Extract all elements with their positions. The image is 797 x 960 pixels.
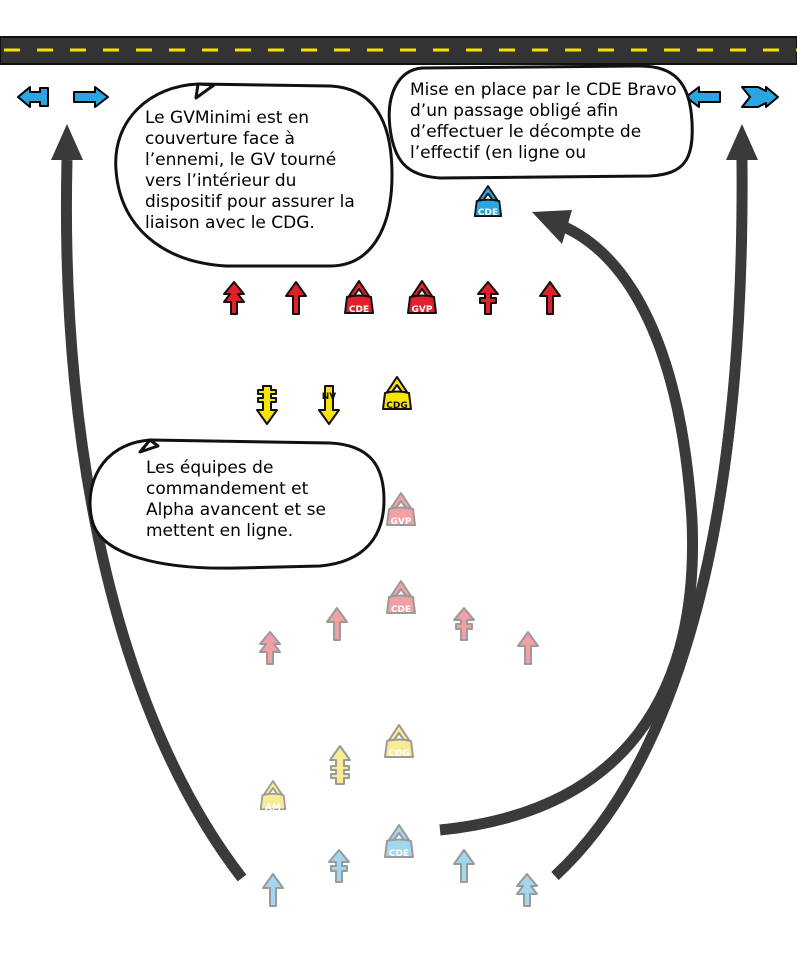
road — [0, 36, 797, 65]
unit-yellow-cross-arrow-down — [256, 385, 278, 425]
unit-cde-blue-top: CDE — [473, 185, 503, 218]
faded-blue-arrow-2 — [262, 873, 284, 907]
bubble-command-alpha-text: Les équipes de commandement et Alpha ava… — [146, 458, 326, 541]
side-arrow-right-2 — [741, 86, 779, 108]
side-arrow-left-1 — [17, 86, 49, 108]
left-return-path — [61, 159, 247, 882]
bubble-gv-minimi-shape — [114, 82, 394, 268]
unit-red-arrow-2 — [539, 281, 561, 315]
label-faded-am: AM — [265, 803, 281, 813]
faded-yellow-cross-arrow — [329, 745, 351, 785]
movement-paths — [61, 159, 748, 882]
bubble-cde-bravo-shape — [387, 64, 694, 180]
bubble-gv-minimi-text: Le GVMinimi est en couverture face à l’e… — [145, 108, 355, 233]
label-yellow-nv: NV — [322, 392, 337, 402]
faded-red-double-arrow — [259, 631, 281, 665]
label-red-gvp: GVP — [412, 305, 433, 315]
faded-blue-cross-arrow — [328, 849, 350, 883]
faded-blue-group — [262, 824, 538, 907]
unit-red-cross-arrow — [477, 281, 499, 315]
red-front-line — [223, 280, 561, 315]
unit-red-arrow-1 — [285, 281, 307, 315]
faded-blue-double-arrow — [516, 873, 538, 907]
side-arrow-right-1 — [73, 86, 109, 108]
path-arrowheads — [51, 124, 758, 244]
faded-red-arrow-2 — [517, 631, 539, 665]
unit-red-double-arrow-1 — [223, 281, 245, 315]
label-faded-blue-cde: CDE — [389, 849, 409, 859]
side-arrow-left-2 — [685, 86, 721, 108]
bubble-cde-bravo-text: Mise en place par le CDE Bravo d’un pass… — [410, 80, 677, 163]
unit-yellow-nv-arrow-down — [318, 385, 340, 425]
label-faded-cdg: CDG — [388, 749, 409, 759]
right-return-path — [551, 159, 748, 881]
faded-blue-arrow-1 — [453, 849, 475, 883]
bubble-command-alpha-shape — [88, 438, 386, 570]
label-yellow-cdg: CDG — [386, 401, 407, 411]
svg-text:CDE: CDE — [478, 208, 498, 218]
label-faded-gvp: GVP — [391, 517, 412, 527]
yellow-command-group — [256, 376, 412, 425]
faded-red-arrow-1 — [326, 607, 348, 641]
label-faded-cde: CDE — [391, 605, 411, 615]
label-red-cde: CDE — [349, 305, 369, 315]
passage-path — [439, 219, 699, 836]
faded-yellow-group — [259, 724, 414, 811]
faded-red-cross-arrow — [453, 607, 475, 641]
